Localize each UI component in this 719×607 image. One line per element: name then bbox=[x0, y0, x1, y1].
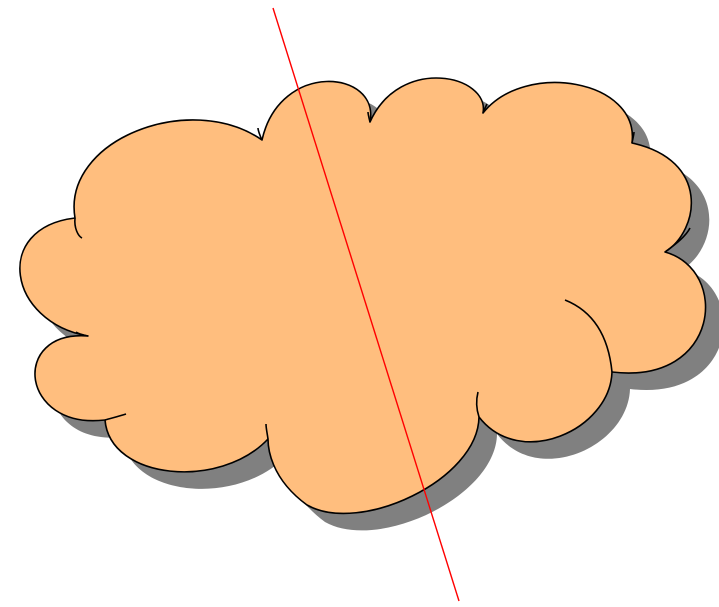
canvas bbox=[0, 0, 719, 607]
diagram-canvas bbox=[0, 0, 719, 607]
